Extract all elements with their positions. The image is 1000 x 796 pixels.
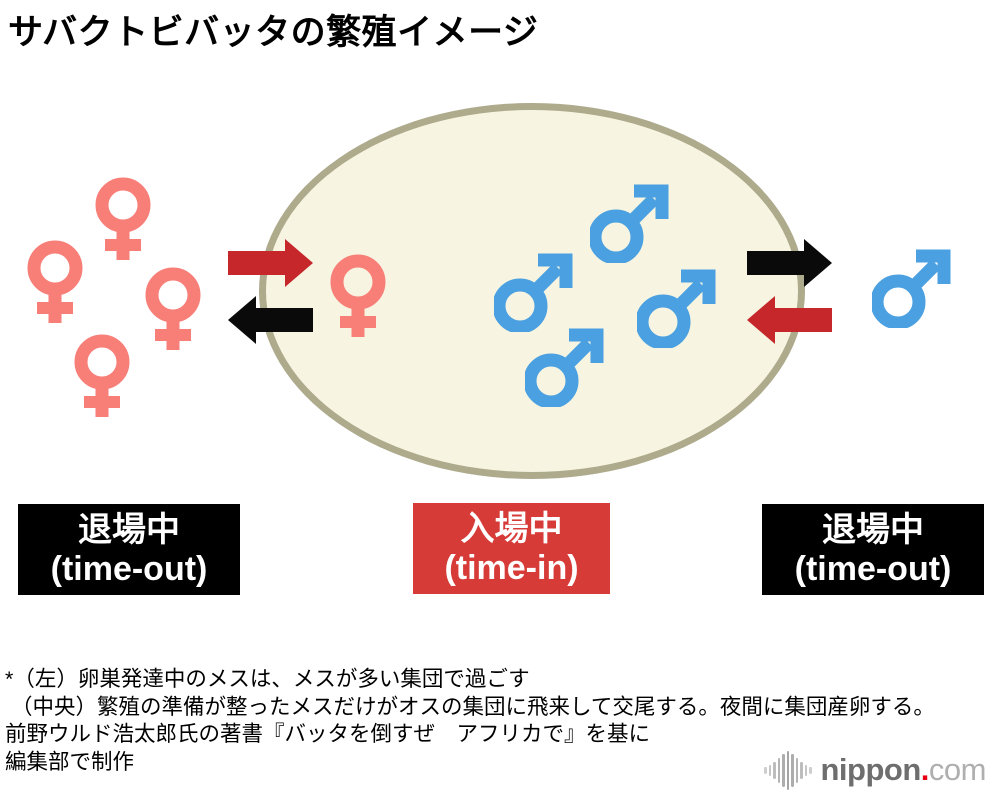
male-symbol — [870, 246, 954, 330]
status-label-timeout-left: 退場中 (time-out) — [18, 504, 240, 595]
footnote-line-4: 編集部で制作 — [5, 749, 135, 774]
waveform-bar — [782, 753, 785, 787]
status-label-en: (time-in) — [444, 548, 579, 587]
footnote-line-3: 前野ウルド浩太郎氏の著書『バッタを倒すぜ アフリカで』を基に — [5, 722, 651, 746]
page-title: サバクトビバッタの繁殖イメージ — [8, 13, 539, 52]
logo-text-nippon: nippon — [820, 752, 922, 787]
waveform-bar — [768, 764, 771, 776]
footnote-line-2: （中央）繁殖の準備が整ったメスだけがオスの集団に飛来して交尾する。夜間に集団産卵… — [11, 694, 935, 719]
status-label-en: (time-out) — [794, 549, 952, 588]
footnote: *（左）卵巣発達中のメスは、メスが多い集団で過ごす （中央）繁殖の準備が整ったメ… — [5, 666, 935, 776]
flow-arrow-red-right — [228, 238, 314, 288]
waveform-bar — [800, 761, 803, 779]
male-symbol — [492, 250, 576, 334]
female-symbol — [25, 240, 85, 326]
waveform-bar — [786, 750, 789, 790]
waveform-bar — [791, 753, 794, 787]
female-symbol — [72, 334, 132, 420]
waveform-bar — [795, 757, 798, 783]
status-label-jp: 入場中 — [460, 510, 563, 549]
male-symbol — [588, 181, 672, 265]
nippon-logo: nippon.com — [764, 749, 987, 791]
status-label-jp: 退場中 — [822, 511, 924, 550]
flow-arrow-black-right — [747, 238, 833, 288]
logo-text-com: com — [928, 752, 987, 787]
female-symbol — [328, 254, 388, 340]
waveform-bar — [764, 766, 767, 774]
logo-dot: . — [920, 752, 930, 787]
status-label-jp: 退場中 — [78, 511, 180, 550]
female-symbol — [93, 177, 153, 263]
status-label-timein-center: 入場中 (time-in) — [413, 503, 610, 594]
male-symbol — [635, 266, 719, 350]
waveform-bar — [804, 764, 807, 776]
logo-wordmark: nippon.com — [821, 752, 987, 788]
footnote-line-1: *（左）卵巣発達中のメスは、メスが多い集団で過ごす — [5, 667, 530, 691]
status-label-timeout-right: 退場中 (time-out) — [762, 504, 984, 595]
waveform-bar — [777, 757, 780, 783]
male-symbol — [523, 325, 607, 409]
status-label-en: (time-out) — [50, 549, 208, 588]
flow-arrow-black-left — [227, 295, 313, 345]
flow-arrow-red-left — [746, 295, 832, 345]
audio-waveform-icon — [764, 749, 812, 791]
waveform-bar — [809, 766, 812, 774]
female-symbol — [143, 267, 203, 353]
waveform-bar — [773, 761, 776, 779]
